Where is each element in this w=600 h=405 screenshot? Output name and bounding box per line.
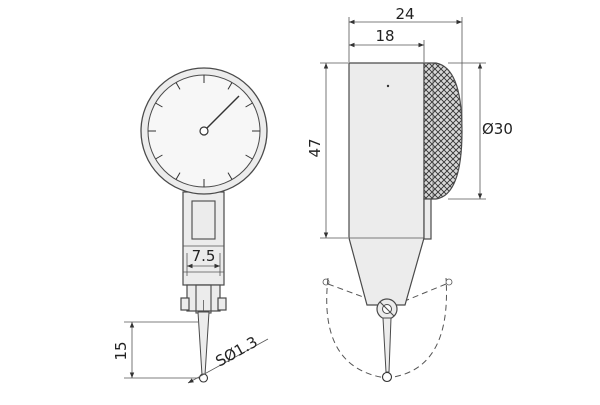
dial-tick — [155, 154, 163, 160]
dial-tick — [175, 82, 181, 90]
dial-tick — [227, 82, 233, 90]
dim-side-total-width: 24 — [348, 5, 463, 130]
dim-side-body-width-label: 18 — [375, 27, 394, 45]
side-view: 24 18 47 Ø30 — [306, 5, 513, 383]
dial-needle — [203, 95, 240, 132]
side-stylus — [382, 317, 392, 373]
front-stylus — [197, 311, 210, 376]
side-stylus-ball — [381, 371, 393, 383]
dim-dial-diameter: Ø30 — [448, 62, 513, 200]
dial-tick — [155, 102, 163, 108]
front-stylus-ball — [198, 373, 209, 383]
dim-side-body-width: 18 — [349, 27, 425, 62]
dial-tick — [245, 102, 253, 108]
dim-side-height-label: 47 — [306, 138, 324, 157]
side-body — [348, 62, 425, 306]
knurled-bezel — [423, 62, 463, 200]
dim-dial-diameter-label: Ø30 — [482, 120, 513, 138]
front-stem-window — [191, 200, 216, 240]
dial-center — [199, 126, 209, 136]
dial-tick — [245, 154, 253, 160]
dim-side-height: 47 — [306, 62, 348, 239]
dim-front-height-label: 15 — [112, 341, 130, 360]
dim-front-height: 15 — [112, 321, 199, 379]
dial-tick — [175, 172, 181, 180]
dim-front-width: 7.5 — [186, 247, 221, 276]
dial-tick — [227, 172, 233, 180]
side-tab — [423, 198, 432, 240]
front-view: 7.5 15 SØ1.3 — [112, 67, 269, 384]
dial-ticks — [148, 75, 260, 187]
dim-side-total-width-label: 24 — [395, 5, 414, 23]
dim-front-width-label: 7.5 — [192, 247, 216, 265]
dim-ball-label: SØ1.3 — [212, 333, 260, 371]
